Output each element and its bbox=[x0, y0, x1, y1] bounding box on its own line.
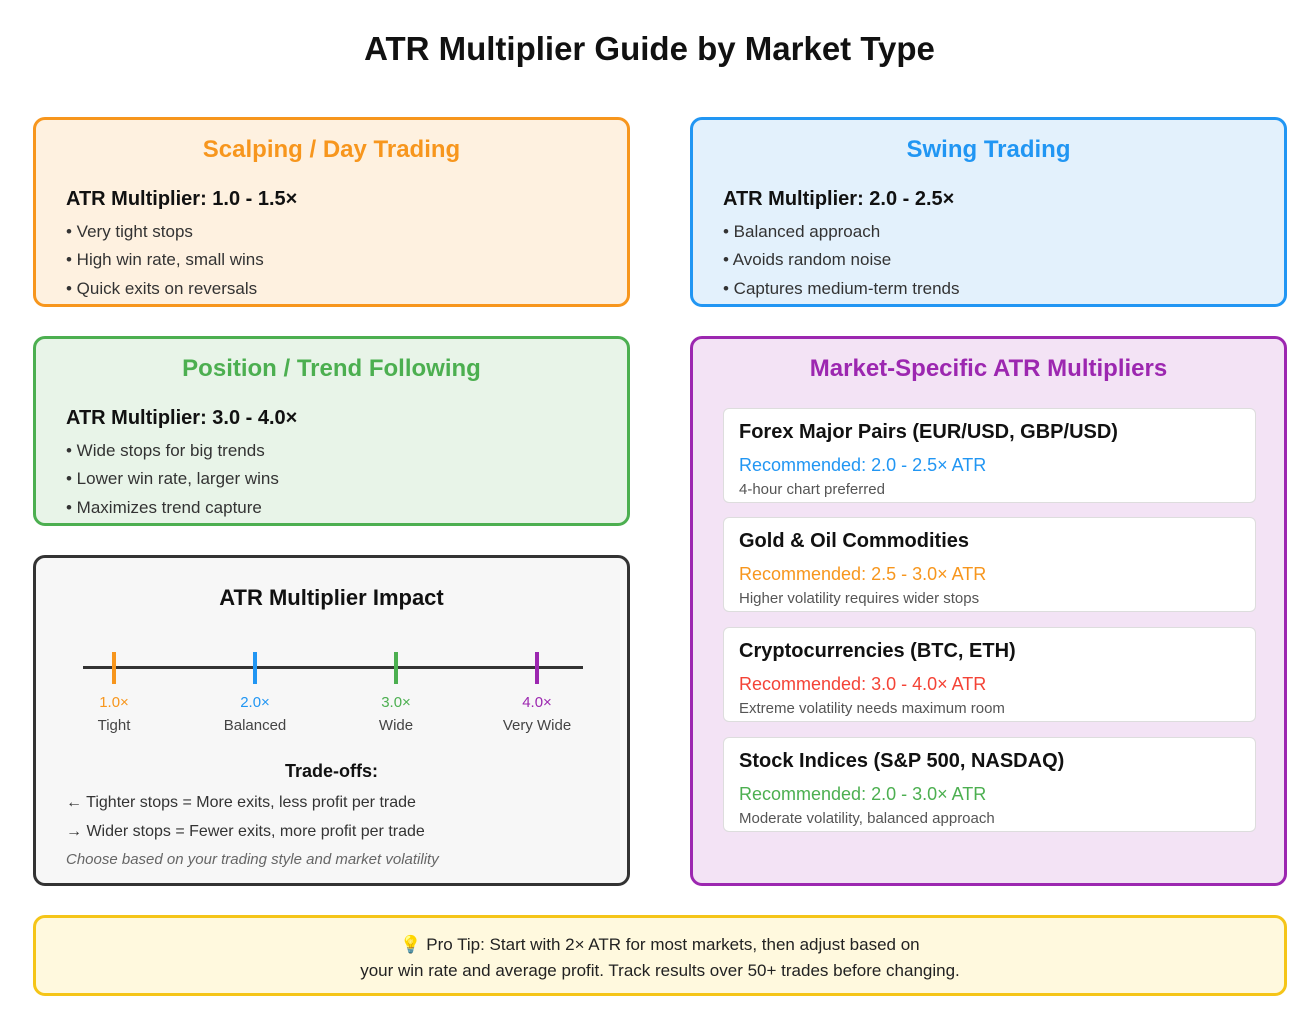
swing-multiplier: ATR Multiplier: 2.0 - 2.5× bbox=[723, 188, 955, 210]
market-card-recommended: Recommended: 2.0 - 3.0× ATR bbox=[739, 784, 987, 804]
scale-tick bbox=[253, 652, 257, 684]
scale-value: 2.0× bbox=[240, 694, 270, 711]
tradeoffs-title: Trade-offs: bbox=[284, 761, 378, 781]
scalping-bullet: • Very tight stops bbox=[66, 222, 193, 241]
scale-tick bbox=[394, 652, 398, 684]
pro-tip-box: 💡 Pro Tip: Start with 2× ATR for most ma… bbox=[33, 915, 1287, 996]
position-title: Position / Trend Following bbox=[182, 355, 481, 382]
market-card-note: Moderate volatility, balanced approach bbox=[739, 810, 995, 827]
scale-label: Balanced bbox=[223, 717, 287, 734]
scalping-multiplier: ATR Multiplier: 1.0 - 1.5× bbox=[66, 188, 298, 210]
market-box: Market-Specific ATR Multipliers Forex Ma… bbox=[690, 336, 1287, 886]
market-card-note: 4-hour chart preferred bbox=[739, 481, 885, 498]
position-bullet: • Maximizes trend capture bbox=[66, 498, 262, 517]
scale-axis bbox=[83, 666, 583, 669]
tradeoff-tighter: ← Tighter stops = More exits, less profi… bbox=[66, 794, 416, 811]
impact-box: ATR Multiplier Impact 1.0× 2.0× 3.0× 4.0… bbox=[33, 555, 630, 886]
pro-tip-line-2: your win rate and average profit. Track … bbox=[360, 961, 960, 980]
impact-note: Choose based on your trading style and m… bbox=[66, 851, 439, 868]
market-title: Market-Specific ATR Multipliers bbox=[809, 355, 1168, 382]
swing-bullet: • Captures medium-term trends bbox=[723, 279, 960, 298]
position-box: Position / Trend Following ATR Multiplie… bbox=[33, 336, 630, 526]
impact-title: ATR Multiplier Impact bbox=[219, 585, 444, 610]
market-card-commodities: Gold & Oil Commodities Recommended: 2.5 … bbox=[723, 517, 1256, 612]
scale-tick bbox=[112, 652, 116, 684]
scale-value: 1.0× bbox=[99, 694, 129, 711]
scale-tick bbox=[535, 652, 539, 684]
scalping-bullet: • High win rate, small wins bbox=[66, 250, 264, 269]
market-card-forex: Forex Major Pairs (EUR/USD, GBP/USD) Rec… bbox=[723, 408, 1256, 503]
position-multiplier: ATR Multiplier: 3.0 - 4.0× bbox=[66, 407, 298, 429]
market-card-indices: Stock Indices (S&P 500, NASDAQ) Recommen… bbox=[723, 737, 1256, 832]
scale-value: 3.0× bbox=[381, 694, 411, 711]
pro-tip-line-1: 💡 Pro Tip: Start with 2× ATR for most ma… bbox=[400, 935, 920, 954]
market-card-name: Gold & Oil Commodities bbox=[739, 530, 970, 552]
scale-label: Tight bbox=[97, 717, 131, 734]
scalping-title: Scalping / Day Trading bbox=[202, 136, 461, 163]
scalping-bullet: • Quick exits on reversals bbox=[66, 279, 258, 298]
swing-box: Swing Trading ATR Multiplier: 2.0 - 2.5×… bbox=[690, 117, 1287, 307]
market-card-name: Cryptocurrencies (BTC, ETH) bbox=[739, 640, 1016, 662]
market-card-recommended: Recommended: 2.0 - 2.5× ATR bbox=[739, 455, 987, 475]
scale-value: 4.0× bbox=[522, 694, 552, 711]
market-card-note: Extreme volatility needs maximum room bbox=[739, 700, 1005, 717]
scale-label: Wide bbox=[378, 717, 414, 734]
position-bullet: • Wide stops for big trends bbox=[66, 441, 265, 460]
market-card-recommended: Recommended: 2.5 - 3.0× ATR bbox=[739, 564, 987, 584]
position-bullet: • Lower win rate, larger wins bbox=[66, 469, 279, 488]
swing-title: Swing Trading bbox=[906, 136, 1071, 163]
swing-bullet: • Balanced approach bbox=[723, 222, 881, 241]
swing-bullet: • Avoids random noise bbox=[723, 250, 892, 269]
scalping-box: Scalping / Day Trading ATR Multiplier: 1… bbox=[33, 117, 630, 307]
market-card-note: Higher volatility requires wider stops bbox=[739, 590, 980, 607]
tradeoff-wider: → Wider stops = Fewer exits, more profit… bbox=[66, 823, 425, 840]
market-card-name: Forex Major Pairs (EUR/USD, GBP/USD) bbox=[739, 421, 1118, 443]
market-card-name: Stock Indices (S&P 500, NASDAQ) bbox=[739, 750, 1065, 772]
page-title: ATR Multiplier Guide by Market Type bbox=[364, 30, 935, 67]
market-card-crypto: Cryptocurrencies (BTC, ETH) Recommended:… bbox=[723, 627, 1256, 722]
market-card-recommended: Recommended: 3.0 - 4.0× ATR bbox=[739, 674, 987, 694]
scale-label: Very Wide bbox=[502, 717, 572, 734]
